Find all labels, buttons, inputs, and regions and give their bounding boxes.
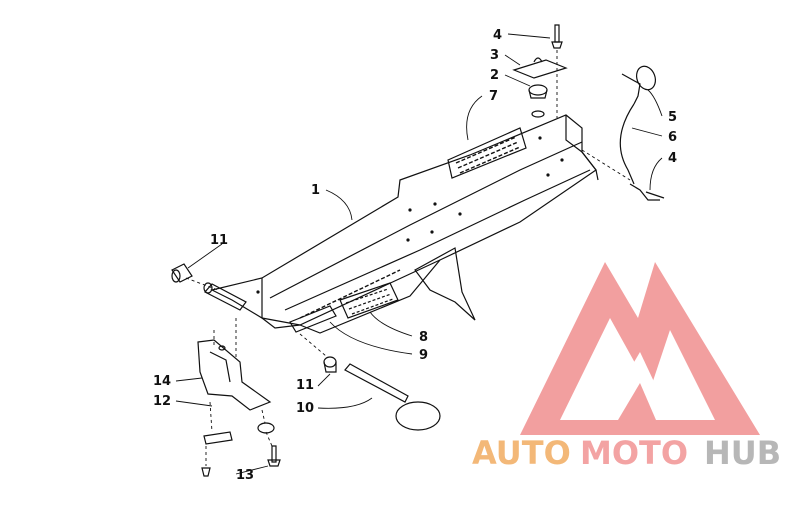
decal-7	[447, 127, 527, 179]
watermark-logo	[520, 262, 760, 435]
mount-hole	[531, 110, 545, 118]
callout-8: 8	[419, 330, 428, 345]
watermark-moto: MOTO	[580, 434, 688, 472]
callout-5: 5	[668, 110, 677, 125]
tether-cord	[619, 65, 665, 201]
callout-12: 12	[153, 394, 171, 409]
callout-4-top: 4	[493, 28, 502, 43]
rod-10	[344, 363, 441, 431]
leader-lines	[175, 33, 663, 475]
decal-8-9	[289, 269, 401, 333]
plate-12	[203, 431, 233, 445]
bracket-14	[197, 339, 272, 411]
watermark-auto: AUTO	[472, 434, 571, 472]
callout-13: 13	[236, 468, 254, 483]
watermark-hub: HUB	[704, 434, 781, 472]
callout-14: 14	[153, 374, 171, 389]
callout-7: 7	[489, 89, 498, 104]
end-cap-11	[323, 356, 337, 373]
washer	[257, 422, 275, 434]
bumper-cap-11	[171, 263, 193, 283]
nut-13	[201, 467, 211, 477]
callout-2: 2	[490, 68, 499, 83]
callout-1: 1	[311, 183, 320, 198]
callout-9: 9	[419, 348, 428, 363]
callout-11-bottom: 11	[296, 378, 314, 393]
grommet-2	[528, 84, 548, 99]
bolt-13	[267, 445, 281, 467]
callout-6: 6	[668, 130, 677, 145]
callout-11-top: 11	[210, 233, 228, 248]
tunnel-frame	[210, 114, 599, 334]
cap-3	[512, 57, 568, 79]
bumper-tube	[203, 282, 247, 311]
watermark-text: AUTO MOTO HUB	[472, 434, 781, 472]
top-screw-4	[551, 24, 563, 49]
callout-10: 10	[296, 401, 314, 416]
callout-3: 3	[490, 48, 499, 63]
callout-4-right: 4	[668, 151, 677, 166]
callout-labels: 4 3 2 7 5 6 4 1 11 8 9 14 11 12 10 13	[153, 28, 677, 483]
